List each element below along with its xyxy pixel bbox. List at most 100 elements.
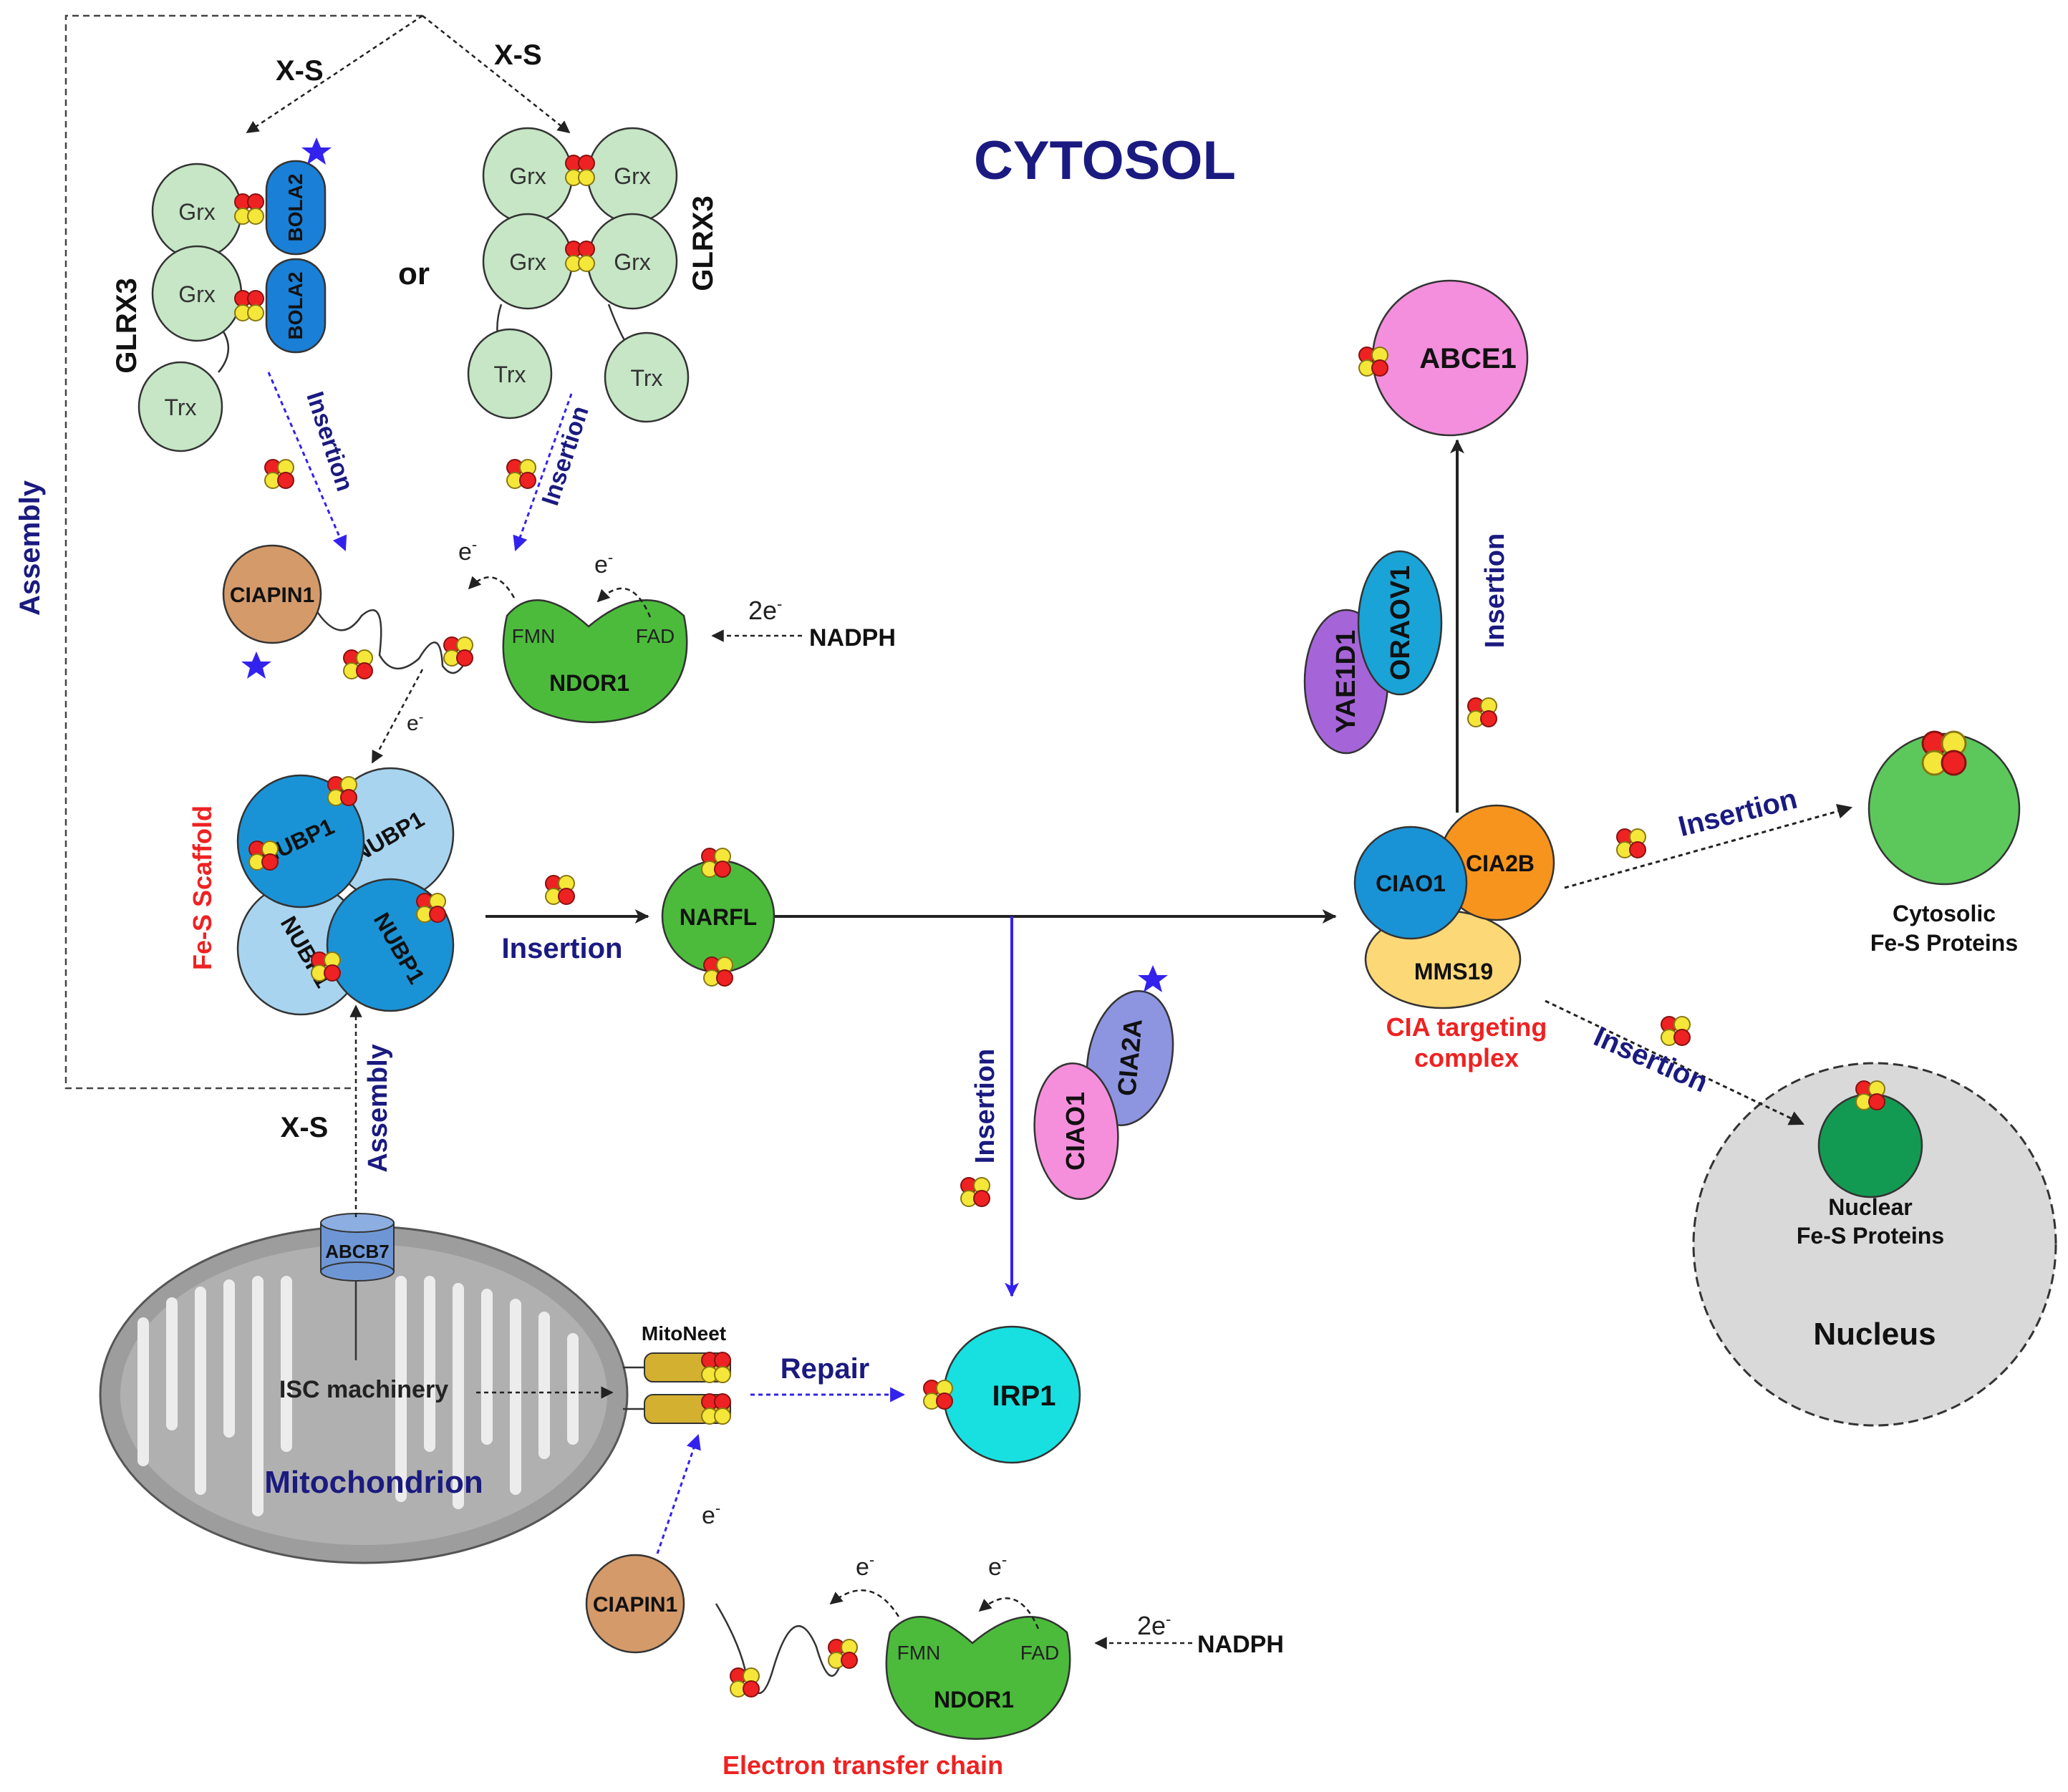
svg-text:FMN: FMN <box>897 1642 941 1664</box>
nuclear-label-2: Fe-S Proteins <box>1797 1223 1944 1249</box>
ndor1-bottom: FMN FAD NDOR1 <box>885 1616 1071 1740</box>
glrx3-right-label: GLRX3 <box>687 195 719 291</box>
fes-cluster <box>1616 828 1646 858</box>
irp1: IRP1 <box>923 1325 1081 1464</box>
title: CYTOSOL <box>974 130 1236 191</box>
glrx3-left-label: GLRX3 <box>111 278 142 373</box>
or-label: or <box>398 256 430 291</box>
insertion-label-top-left: Insertion <box>301 388 359 494</box>
svg-text:CIAO1: CIAO1 <box>1376 871 1446 896</box>
glrx3-bola2-complex: Grx Grx Trx BOLA2 BOLA2 <box>137 160 327 452</box>
svg-text:FAD: FAD <box>1020 1642 1059 1664</box>
ciapin1-top: CIAPIN1 <box>222 544 474 679</box>
star-icon <box>301 137 332 165</box>
ndor1-top: FMN FAD NDOR1 <box>502 599 688 724</box>
narfl: NARFL <box>661 848 776 987</box>
insertion-arrow-right-top <box>513 393 573 551</box>
star-icon <box>1138 965 1168 992</box>
mitochondrion <box>99 1225 629 1564</box>
svg-text:YAE1D1: YAE1D1 <box>1331 630 1361 733</box>
xs-right-label: X-S <box>494 39 542 71</box>
insertion-label: Insertion <box>502 933 623 964</box>
cia-label-1: CIA targeting <box>1386 1012 1547 1042</box>
electron-arrow-top-2 <box>596 587 652 618</box>
cia-to-nucleus-arrow <box>1545 999 1804 1125</box>
svg-text:IRP1: IRP1 <box>992 1380 1056 1412</box>
svg-text:CIA2A: CIA2A <box>1111 1017 1147 1097</box>
svg-text:MMS19: MMS19 <box>1414 959 1493 984</box>
electron-label: e- <box>702 1499 720 1529</box>
nadph-label: NADPH <box>809 624 896 652</box>
scaffold-label: Fe-S Scaffold <box>188 805 217 970</box>
svg-text:Trx: Trx <box>493 362 526 387</box>
nucleus-label: Nucleus <box>1813 1317 1936 1352</box>
electron-label: e- <box>594 548 613 578</box>
nadph-label: NADPH <box>1197 1631 1284 1658</box>
insertion-label-abce1: Insertion <box>1480 533 1510 648</box>
fes-cluster <box>545 875 575 905</box>
assembly-left-label: Assembly <box>14 480 46 616</box>
svg-text:CIAPIN1: CIAPIN1 <box>593 1593 677 1617</box>
cytosolic-label-1: Cytosolic <box>1893 901 1996 926</box>
electron-transfer-chain-label: Electron transfer chain <box>723 1750 1003 1780</box>
svg-text:FAD: FAD <box>636 625 675 647</box>
svg-text:Grx: Grx <box>178 199 216 225</box>
mitochondrion-label: Mitochondrion <box>264 1465 483 1500</box>
cia-to-cytosolic-arrow <box>1564 803 1853 889</box>
assembly-label: Assembly <box>363 1044 393 1173</box>
insertion-label-top-right: Insertion <box>536 402 594 508</box>
glrx3-dimer: Grx Grx Grx Grx Trx Trx <box>467 127 690 423</box>
fes-cluster <box>264 459 294 489</box>
fes-cluster <box>1661 1016 1691 1046</box>
electron-arrow-bottom-1 <box>829 1589 900 1617</box>
svg-text:Trx: Trx <box>164 394 196 420</box>
mitoneet <box>623 1352 731 1425</box>
isc-machinery-label: ISC machinery <box>279 1376 448 1403</box>
electron-arrow-to-scaffold <box>371 669 424 764</box>
svg-text:FMN: FMN <box>512 625 556 647</box>
svg-text:BOLA2: BOLA2 <box>284 272 306 340</box>
svg-text:Grx: Grx <box>614 249 651 275</box>
svg-text:ABCE1: ABCE1 <box>1419 343 1517 374</box>
cia-label-2: complex <box>1414 1043 1519 1072</box>
svg-text:NDOR1: NDOR1 <box>549 670 629 696</box>
electron-label: e- <box>856 1551 874 1581</box>
cytosolic-fes-protein <box>1868 730 2021 886</box>
electron-label: e- <box>458 536 477 566</box>
insertion-label-cytosolic: Insertion <box>1676 783 1801 843</box>
mitoneet-label: MitoNeet <box>642 1322 726 1345</box>
electron-arrow-bottom-2 <box>978 1597 1040 1629</box>
svg-text:NDOR1: NDOR1 <box>934 1687 1014 1713</box>
electron-arrow-top-1 <box>468 576 516 599</box>
svg-text:Grx: Grx <box>178 281 216 307</box>
svg-text:CIAPIN1: CIAPIN1 <box>230 583 314 607</box>
fes-cluster <box>506 459 536 489</box>
cia-targeting-complex: MMS19 CIA2B CIAO1 <box>1353 804 1555 1009</box>
svg-text:Grx: Grx <box>614 163 651 189</box>
assembly-loop-line <box>64 14 422 1090</box>
repair-label: Repair <box>781 1353 870 1385</box>
xs-arrow-right <box>422 15 571 134</box>
abce1: ABCE1 <box>1358 279 1529 437</box>
fes-cluster <box>960 1177 990 1207</box>
xs-arrow-left <box>246 14 423 134</box>
insertion-label-nucleus: Insertion <box>1589 1021 1712 1099</box>
svg-text:Grx: Grx <box>509 249 546 275</box>
electron-label: e- <box>988 1551 1007 1581</box>
nuclear-label-1: Nuclear <box>1828 1194 1912 1220</box>
two-electron-label: 2e- <box>1137 1610 1171 1640</box>
svg-text:Grx: Grx <box>509 163 546 189</box>
cytosolic-label-2: Fe-S Proteins <box>1870 930 2018 956</box>
svg-text:Trx: Trx <box>630 365 662 391</box>
svg-text:CIAO1: CIAO1 <box>1060 1092 1090 1171</box>
svg-text:ABCB7: ABCB7 <box>325 1241 390 1262</box>
xs-bottom-label: X-S <box>281 1112 329 1143</box>
fes-cluster <box>1467 697 1497 727</box>
ciapin1-bottom: CIAPIN1 <box>585 1554 858 1697</box>
svg-text:NARFL: NARFL <box>680 904 757 930</box>
star-icon <box>241 652 271 679</box>
svg-text:BOLA2: BOLA2 <box>284 174 306 242</box>
nucleus <box>1692 1062 2057 1427</box>
insertion-label-irp1: Insertion <box>970 1049 1000 1163</box>
